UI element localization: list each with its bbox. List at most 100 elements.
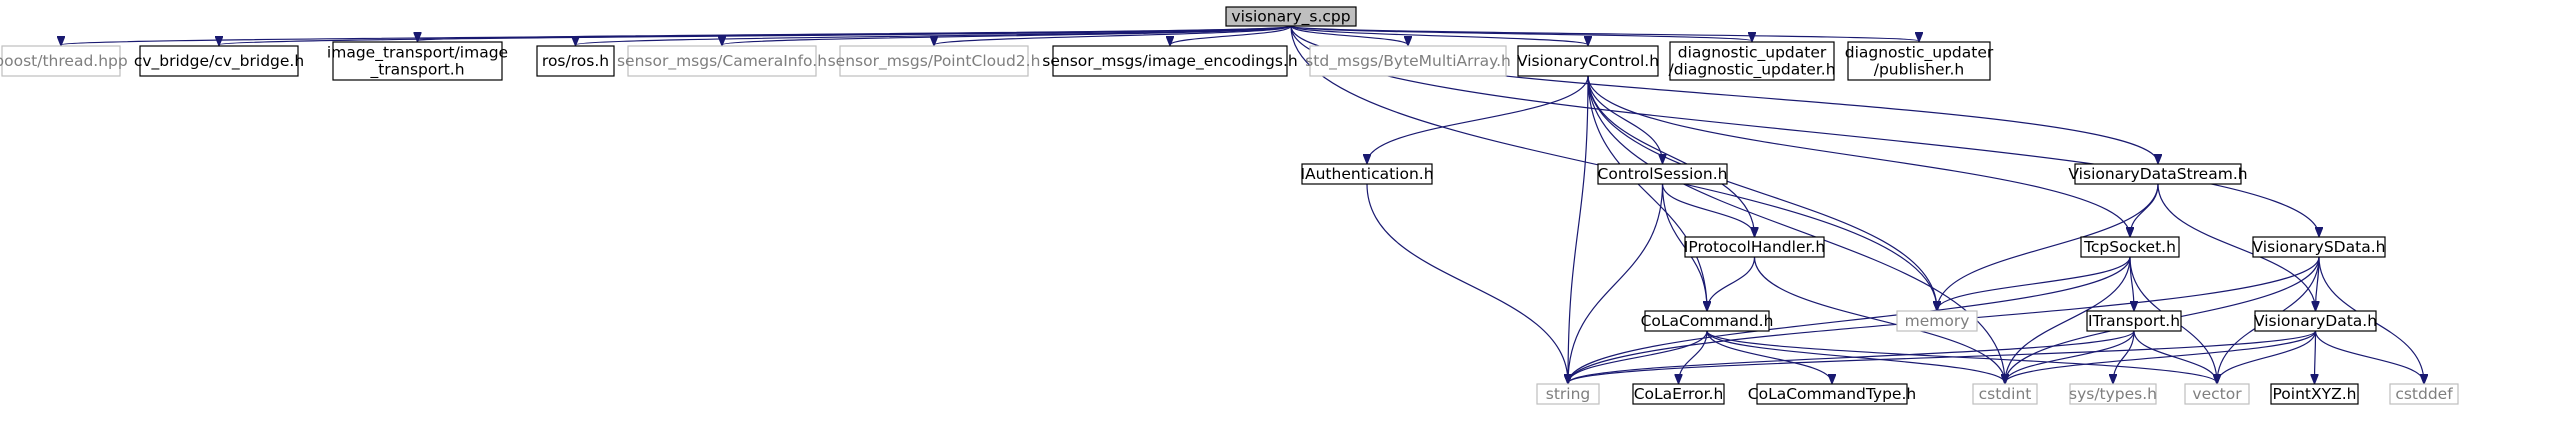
node-label: sensor_msgs/CameraInfo.h bbox=[617, 52, 827, 71]
edge-itransport-to-cstdint bbox=[2005, 330, 2135, 383]
edge-visionary_data-to-string bbox=[1568, 330, 2317, 383]
edge-visionary_control-to-string bbox=[1568, 75, 1589, 383]
node-string: string bbox=[1536, 383, 1600, 405]
node-label: cv_bridge/cv_bridge.h bbox=[134, 52, 304, 71]
node-tcp-socket[interactable]: TcpSocket.h bbox=[2080, 236, 2180, 258]
node-label: CoLaCommand.h bbox=[1641, 312, 1774, 330]
node-label: IAuthentication.h bbox=[1300, 165, 1433, 183]
node-visionary-data[interactable]: VisionaryData.h bbox=[2254, 310, 2377, 332]
node-label: vector bbox=[2192, 385, 2242, 403]
node-label: memory bbox=[1905, 312, 1970, 330]
edge-iprotocol_handler-to-cola_command bbox=[1707, 256, 1756, 310]
node-ros-h[interactable]: ros/ros.h bbox=[536, 45, 615, 77]
node-boost-thread: boost/thread.hpp bbox=[0, 45, 128, 77]
node-box bbox=[1301, 163, 1433, 185]
node-diag-publisher[interactable]: diagnostic_updater/publisher.h bbox=[1845, 41, 1994, 81]
edge-visionary_data-to-cstdint bbox=[2005, 330, 2317, 383]
node-point-xyz[interactable]: PointXYZ.h bbox=[2270, 383, 2359, 405]
edge-cola_command-to-cola_error bbox=[1679, 330, 1708, 383]
node-label: ITransport.h bbox=[2088, 312, 2180, 330]
node-label: cstdint bbox=[1979, 385, 2032, 403]
node-iauthentication[interactable]: IAuthentication.h bbox=[1300, 163, 1434, 185]
node-control-session[interactable]: ControlSession.h bbox=[1597, 163, 1728, 185]
edge-visionary_s_cpp-to-image_encodings bbox=[1170, 25, 1292, 45]
node-label: VisionarySData.h bbox=[2253, 238, 2386, 256]
node-box bbox=[2086, 310, 2182, 332]
node-box bbox=[1684, 236, 1825, 258]
edge-visionary_s_cpp-to-point_cloud2 bbox=[934, 25, 1292, 45]
node-sys-types: sys/types.h bbox=[2069, 383, 2157, 405]
edge-iauthentication-to-string bbox=[1366, 183, 1568, 383]
node-cola-command-type[interactable]: CoLaCommandType.h bbox=[1748, 383, 1916, 405]
node-box bbox=[1669, 41, 1835, 81]
node-label: visionary_s.cpp bbox=[1231, 8, 1350, 27]
edge-cola_command-to-vector bbox=[1706, 330, 2217, 383]
node-label: VisionaryDataStream.h bbox=[2068, 165, 2247, 183]
node-camera-info: sensor_msgs/CameraInfo.h bbox=[617, 45, 827, 77]
node-box bbox=[1632, 383, 1725, 405]
node-visionary-control[interactable]: VisionaryControl.h bbox=[1517, 45, 1659, 77]
node-box bbox=[1225, 6, 1357, 27]
node-label: sensor_msgs/image_encodings.h bbox=[1042, 52, 1297, 71]
edge-visionary_data_stream-to-tcp_socket bbox=[2130, 183, 2159, 236]
node-box bbox=[2252, 236, 2386, 258]
node-box bbox=[1847, 41, 1991, 81]
edge-visionary_s_cpp-to-camera_info bbox=[722, 25, 1292, 45]
node-label: CoLaCommandType.h bbox=[1748, 385, 1916, 403]
node-vector: vector bbox=[2184, 383, 2250, 405]
node-label: boost/thread.hpp bbox=[0, 52, 128, 70]
node-box bbox=[1052, 45, 1288, 77]
edge-itransport-to-string bbox=[1568, 330, 2135, 383]
edge-visionary_s_cpp-to-image_transport bbox=[418, 25, 1292, 41]
edge-tcp_socket-to-string bbox=[1568, 256, 2131, 383]
node-memory: memory bbox=[1896, 310, 1978, 332]
edge-itransport-to-sys_types bbox=[2113, 330, 2135, 383]
edge-visionary_control-to-cola_command bbox=[1587, 75, 1707, 310]
node-image-transport[interactable]: image_transport/image_transport.h bbox=[327, 41, 508, 81]
node-box bbox=[1, 45, 121, 77]
node-cola-error[interactable]: CoLaError.h bbox=[1632, 383, 1725, 405]
node-label: /diagnostic_updater.h bbox=[1668, 61, 1835, 80]
node-label: ros/ros.h bbox=[542, 52, 609, 70]
node-byte-multi-array: std_msgs/ByteMultiArray.h bbox=[1305, 45, 1511, 77]
edge-tcp_socket-to-cstdint bbox=[2005, 256, 2131, 383]
node-label: VisionaryControl.h bbox=[1517, 52, 1659, 70]
node-box bbox=[1536, 383, 1600, 405]
edge-visionary_data-to-vector bbox=[2217, 330, 2317, 383]
node-label: PointXYZ.h bbox=[2273, 385, 2357, 403]
node-box bbox=[2080, 236, 2180, 258]
node-cola-command[interactable]: CoLaCommand.h bbox=[1641, 310, 1774, 332]
node-label: ControlSession.h bbox=[1598, 165, 1728, 183]
node-label: image_transport/image bbox=[327, 44, 508, 63]
node-box bbox=[1896, 310, 1978, 332]
node-visionary-sdata[interactable]: VisionarySData.h bbox=[2252, 236, 2386, 258]
edge-visionary_control-to-iauthentication bbox=[1367, 75, 1589, 163]
edge-cola_command-to-string bbox=[1568, 330, 1708, 383]
node-box bbox=[2069, 383, 2157, 405]
node-label: string bbox=[1546, 385, 1591, 403]
node-iprotocol-handler[interactable]: IProtocolHandler.h bbox=[1684, 236, 1825, 258]
node-box bbox=[2074, 163, 2242, 185]
node-itransport[interactable]: ITransport.h bbox=[2086, 310, 2182, 332]
edge-control_session-to-iprotocol_handler bbox=[1661, 183, 1755, 236]
node-box bbox=[332, 41, 503, 81]
node-visionary-s-cpp[interactable]: visionary_s.cpp bbox=[1225, 6, 1357, 27]
edge-visionary_s_cpp-to-visionary_control bbox=[1290, 25, 1588, 45]
edge-tcp_socket-to-memory bbox=[1937, 256, 2131, 310]
node-box bbox=[1972, 383, 2038, 405]
node-box bbox=[839, 45, 1029, 77]
node-image-encodings[interactable]: sensor_msgs/image_encodings.h bbox=[1042, 45, 1298, 77]
node-label: diagnostic_updater bbox=[1845, 44, 1994, 63]
node-label: _transport.h bbox=[369, 61, 464, 80]
node-label: VisionaryData.h bbox=[2254, 312, 2377, 330]
edge-visionary_data_stream-to-memory bbox=[1937, 183, 2159, 310]
node-label: sys/types.h bbox=[2069, 385, 2157, 403]
node-visionary-data-stream[interactable]: VisionaryDataStream.h bbox=[2068, 163, 2248, 185]
edge-visionary_control-to-memory bbox=[1587, 75, 1937, 310]
node-label: CoLaError.h bbox=[1634, 385, 1724, 403]
node-box bbox=[2254, 310, 2377, 332]
edge-visionary_control-to-control_session bbox=[1587, 75, 1663, 163]
node-cv-bridge[interactable]: cv_bridge/cv_bridge.h bbox=[134, 45, 304, 77]
node-diag-updater[interactable]: diagnostic_updater/diagnostic_updater.h bbox=[1668, 41, 1836, 81]
